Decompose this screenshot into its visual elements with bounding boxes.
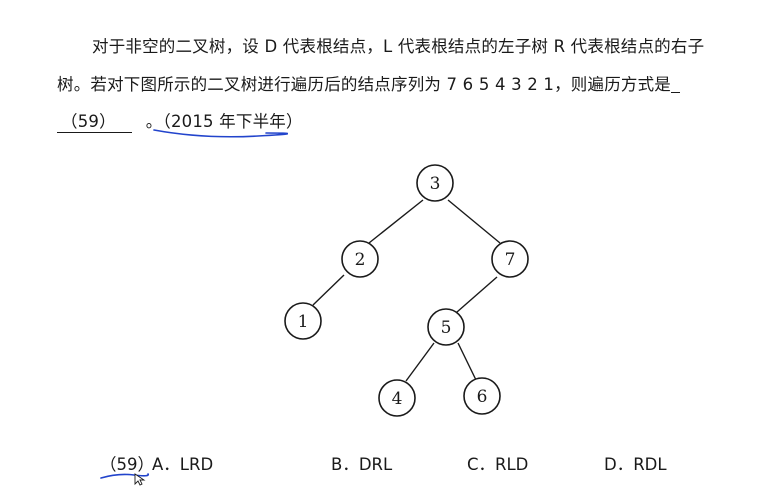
tree-node-3-label: 3 <box>430 174 441 194</box>
blank-period: 。 <box>145 112 163 131</box>
tree-node-6 <box>463 377 501 415</box>
answer-blank: （59） <box>57 108 132 133</box>
question-line-2: 树。若对下图所示的二叉树进行遍历后的结点序列为 7 6 5 4 3 2 1，则遍… <box>57 71 680 95</box>
option-question-number: （59） <box>100 455 154 474</box>
edge-3-2 <box>368 199 424 244</box>
tree-node-7-label: 7 <box>505 250 516 270</box>
edge-2-1 <box>312 274 345 306</box>
tree-node-4-label: 4 <box>392 389 403 409</box>
tree-node-3 <box>416 164 454 202</box>
tree-node-2-label: 2 <box>355 250 366 270</box>
exam-source: （2015 年下半年） <box>162 112 303 131</box>
option-b: B．DRL <box>331 455 393 474</box>
binary-tree-diagram: 3 2 7 1 5 4 6 <box>284 164 529 417</box>
question-line-3: （59） 。（2015 年下半年） <box>57 108 303 133</box>
tree-node-7 <box>491 240 529 278</box>
tree-node-4 <box>378 379 416 417</box>
edge-3-7 <box>447 199 501 244</box>
option-c: C．RLD <box>467 455 529 474</box>
option-a: A．LRD <box>152 455 214 474</box>
tree-node-1-label: 1 <box>298 312 309 332</box>
edge-7-5 <box>456 276 498 313</box>
blank-underline <box>671 74 680 93</box>
tree-node-2 <box>341 240 379 278</box>
edge-5-6 <box>457 342 477 381</box>
tree-node-6-label: 6 <box>477 387 488 407</box>
edge-5-4 <box>405 342 435 382</box>
tree-node-5-label: 5 <box>441 318 452 338</box>
question-line-1: 对于非空的二叉树，设 D 代表根结点，L 代表根结点的左子树 R 代表根结点的右… <box>92 37 705 56</box>
tree-node-1 <box>284 302 322 340</box>
tree-node-5 <box>427 308 465 346</box>
option-d: D．RDL <box>604 455 667 474</box>
question-line-2-text: 树。若对下图所示的二叉树进行遍历后的结点序列为 7 6 5 4 3 2 1，则遍… <box>57 75 671 94</box>
mouse-cursor-icon <box>134 473 146 486</box>
